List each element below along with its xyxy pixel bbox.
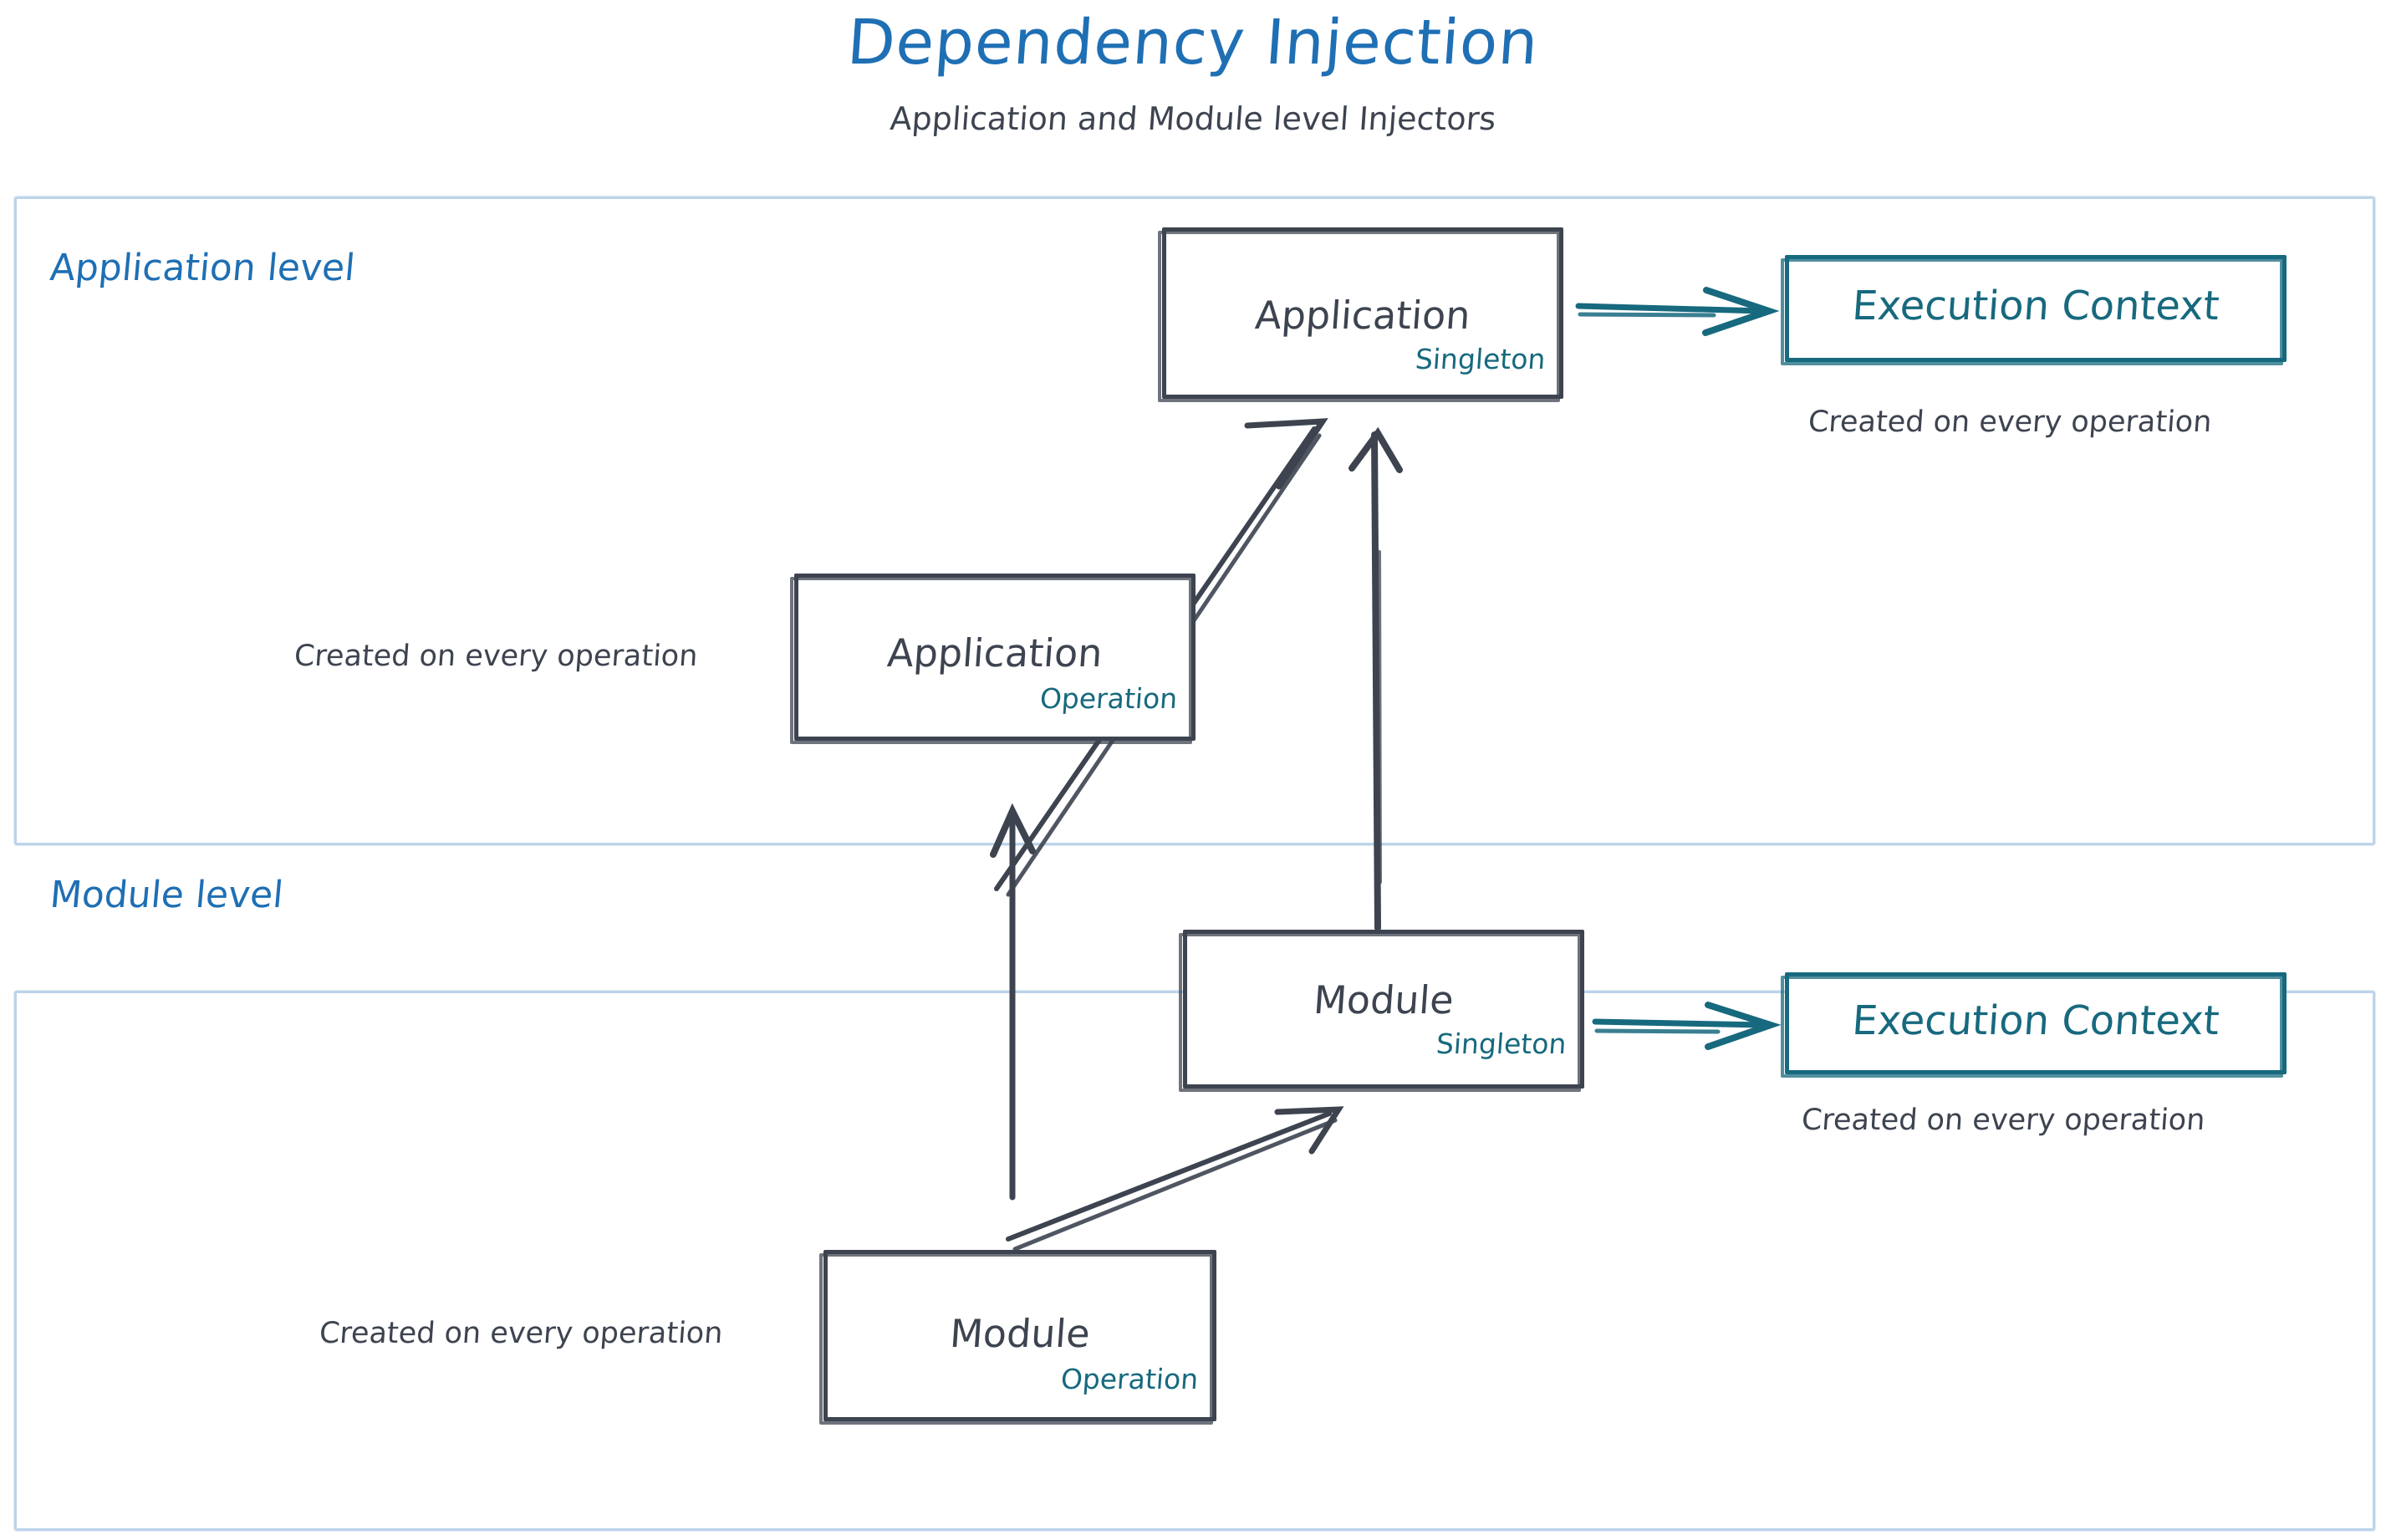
- node-execution-context-module[interactable]: Execution Context: [1781, 972, 2287, 1078]
- node-frame: [1162, 227, 1563, 399]
- node-frame: [823, 1250, 1216, 1421]
- node-frame-sketch: [790, 577, 1192, 744]
- node-module-singleton[interactable]: Module Singleton: [1179, 930, 1584, 1092]
- node-frame-sketch: [1179, 933, 1581, 1092]
- node-title: Module: [948, 1311, 1092, 1356]
- node-frame-sketch: [1781, 976, 2283, 1078]
- node-frame: [1785, 972, 2287, 1074]
- caption-module-operation: Created on every operation: [318, 1317, 724, 1350]
- node-title: Application: [885, 630, 1104, 676]
- node-frame-sketch: [1781, 258, 2283, 365]
- node-title: Module: [1312, 977, 1456, 1022]
- node-execution-context-application[interactable]: Execution Context: [1781, 255, 2287, 365]
- node-frame: [794, 574, 1196, 741]
- caption-execution-context-module: Created on every operation: [1800, 1104, 2206, 1137]
- node-application-operation[interactable]: Application Operation: [790, 574, 1196, 744]
- node-title: Application: [1253, 293, 1472, 338]
- node-title: Execution Context: [1850, 283, 2221, 329]
- node-title: Execution Context: [1850, 997, 2221, 1044]
- node-scope-label: Singleton: [1435, 1028, 1568, 1060]
- node-frame: [1183, 930, 1584, 1089]
- page-title: Dependency Injection: [844, 7, 1542, 79]
- node-scope-label: Operation: [1059, 1363, 1200, 1395]
- node-scope-label: Singleton: [1414, 343, 1547, 375]
- node-frame-sketch: [819, 1253, 1213, 1425]
- caption-application-operation: Created on every operation: [293, 640, 699, 673]
- module-level-label: Module level: [48, 874, 285, 916]
- node-frame-sketch: [1158, 231, 1560, 402]
- caption-execution-context-application: Created on every operation: [1807, 405, 2213, 439]
- node-scope-label: Operation: [1038, 682, 1179, 715]
- node-application-singleton[interactable]: Application Singleton: [1158, 227, 1563, 402]
- application-level-label: Application level: [48, 247, 357, 289]
- node-frame: [1785, 255, 2287, 362]
- node-module-operation[interactable]: Module Operation: [819, 1250, 1216, 1425]
- page-subtitle: Application and Module level Injectors: [889, 100, 1497, 137]
